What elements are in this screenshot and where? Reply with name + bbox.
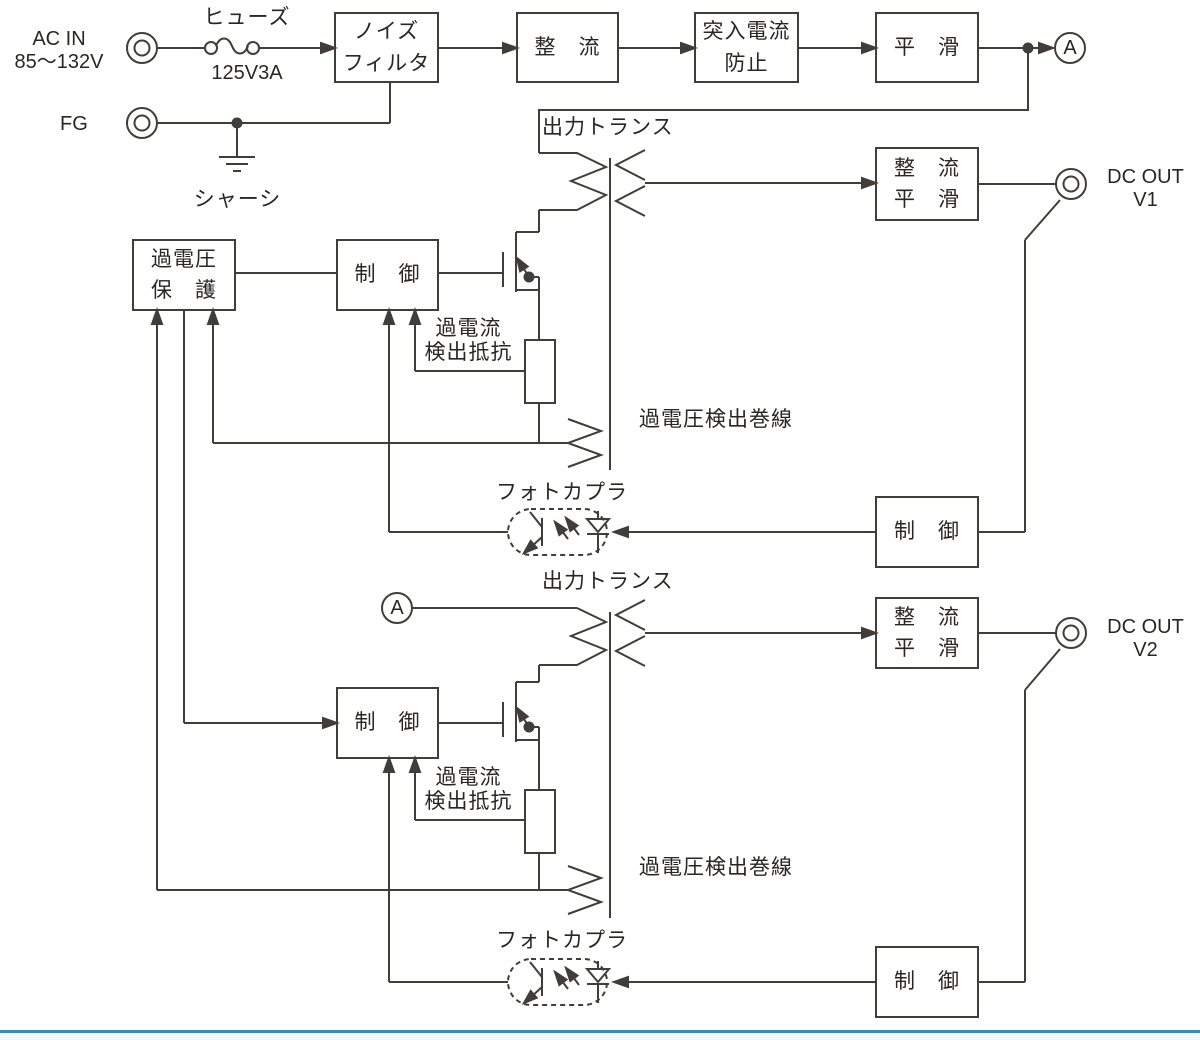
a-node-label-bottom: A — [390, 596, 404, 619]
footer-accent-fill — [0, 1033, 1200, 1040]
ground-icon — [219, 123, 255, 172]
overvoltage-winding2-label: 過電圧検出巻線 — [639, 856, 793, 879]
wire-control-right2-to-photocoupler2 — [611, 975, 876, 989]
fg-label: FG — [60, 113, 88, 135]
photocoupler1-label: フォトカプラ — [496, 481, 628, 504]
overvoltage-winding1-label: 過電圧検出巻線 — [639, 408, 793, 431]
fuse-icon — [157, 37, 260, 55]
footer-accent-line — [0, 1030, 1200, 1033]
inrush-label: 突入電流 防止 — [702, 20, 791, 75]
overcurrent-resistor1-icon — [524, 339, 556, 404]
mosfet1-icon — [438, 245, 540, 340]
control1-box — [336, 239, 439, 311]
wire-v1-feedback — [978, 199, 1061, 533]
wire-fuse-to-noise-filter — [259, 41, 338, 55]
dcout-v1-connector-icon — [1055, 168, 1087, 200]
control-right1-box — [875, 496, 979, 568]
wire-winding2-to-ovp — [150, 307, 568, 891]
wire-resistor2-tap-to-control2 — [408, 755, 525, 821]
wire-inrush-to-smoothing — [798, 41, 879, 55]
noise-filter-label: ノイズ フィルタ — [342, 20, 431, 75]
fg-wire — [157, 82, 391, 129]
control-right2-box — [875, 946, 979, 1018]
wire-resistor1-common — [206, 307, 568, 444]
wire-photocoupler2-to-control2 — [382, 755, 508, 983]
ac-in-connector-icon — [126, 32, 158, 64]
output-transformer2-label: 出力トランス — [542, 570, 674, 593]
rectifier-label: 整 流 — [534, 35, 601, 59]
a-node-circle-top — [1054, 32, 1086, 64]
wire-transformer1-to-rectify-smooth1 — [645, 176, 879, 190]
photocoupler2-label: フォトカプラ — [496, 929, 628, 952]
overcurrent-resistor1-label: 過電流 検出抵抗 — [424, 317, 513, 365]
fuse-rating-label: 125V3A — [211, 62, 283, 84]
wire-resistor1-tap-to-control1 — [408, 307, 525, 372]
output-transformer2-icon — [515, 599, 646, 918]
wire-transformer2-to-rectify-smooth2 — [645, 626, 879, 640]
smoothing-label: 平 滑 — [894, 35, 960, 59]
dcout-v2-connector-icon — [1055, 617, 1087, 649]
control2-box — [336, 687, 439, 759]
overcurrent-resistor2-icon — [524, 789, 556, 854]
overvoltage-winding1-icon — [565, 418, 604, 468]
rectify-smooth2-label: 整 流 平 滑 — [894, 605, 960, 661]
wire-rectifier-to-inrush — [618, 41, 698, 55]
wire-noise-to-rectifier — [438, 41, 520, 55]
dcout-v1-label: DC OUT V1 — [1107, 166, 1184, 211]
photocoupler1-icon — [521, 511, 612, 556]
wire-photocoupler1-to-control1 — [382, 307, 508, 533]
control-right2-label: 制 御 — [894, 970, 960, 994]
wire-smoothing-to-a-node — [978, 41, 1056, 55]
a-node-label-top: A — [1063, 36, 1077, 59]
overvoltage-protection-label: 過電圧 保 護 — [151, 247, 217, 303]
wire-bus-to-transformer1 — [538, 48, 1029, 153]
rectify-smooth1-label: 整 流 平 滑 — [894, 156, 960, 212]
control2-label: 制 御 — [354, 711, 421, 735]
fg-connector-icon — [126, 107, 158, 139]
mosfet2-icon — [438, 695, 540, 790]
fuse-label: ヒューズ — [203, 6, 291, 29]
output-transformer1-label: 出力トランス — [542, 116, 674, 139]
wire-ovp-to-control2 — [183, 310, 340, 730]
wire-control-right1-to-photocoupler1 — [611, 525, 876, 539]
overvoltage-winding2-icon — [565, 865, 604, 915]
control1-label: 制 御 — [354, 263, 421, 287]
ac-in-label: AC IN 85〜132V — [14, 28, 104, 73]
output-transformer1-icon — [515, 149, 646, 470]
overcurrent-resistor2-label: 過電流 検出抵抗 — [424, 766, 513, 814]
dcout-v2-label: DC OUT V2 — [1107, 616, 1184, 661]
control-right1-label: 制 御 — [894, 520, 960, 544]
photocoupler2-icon — [521, 961, 612, 1006]
chassis-label: シャーシ — [193, 188, 282, 211]
wire-v2-feedback — [978, 648, 1061, 983]
